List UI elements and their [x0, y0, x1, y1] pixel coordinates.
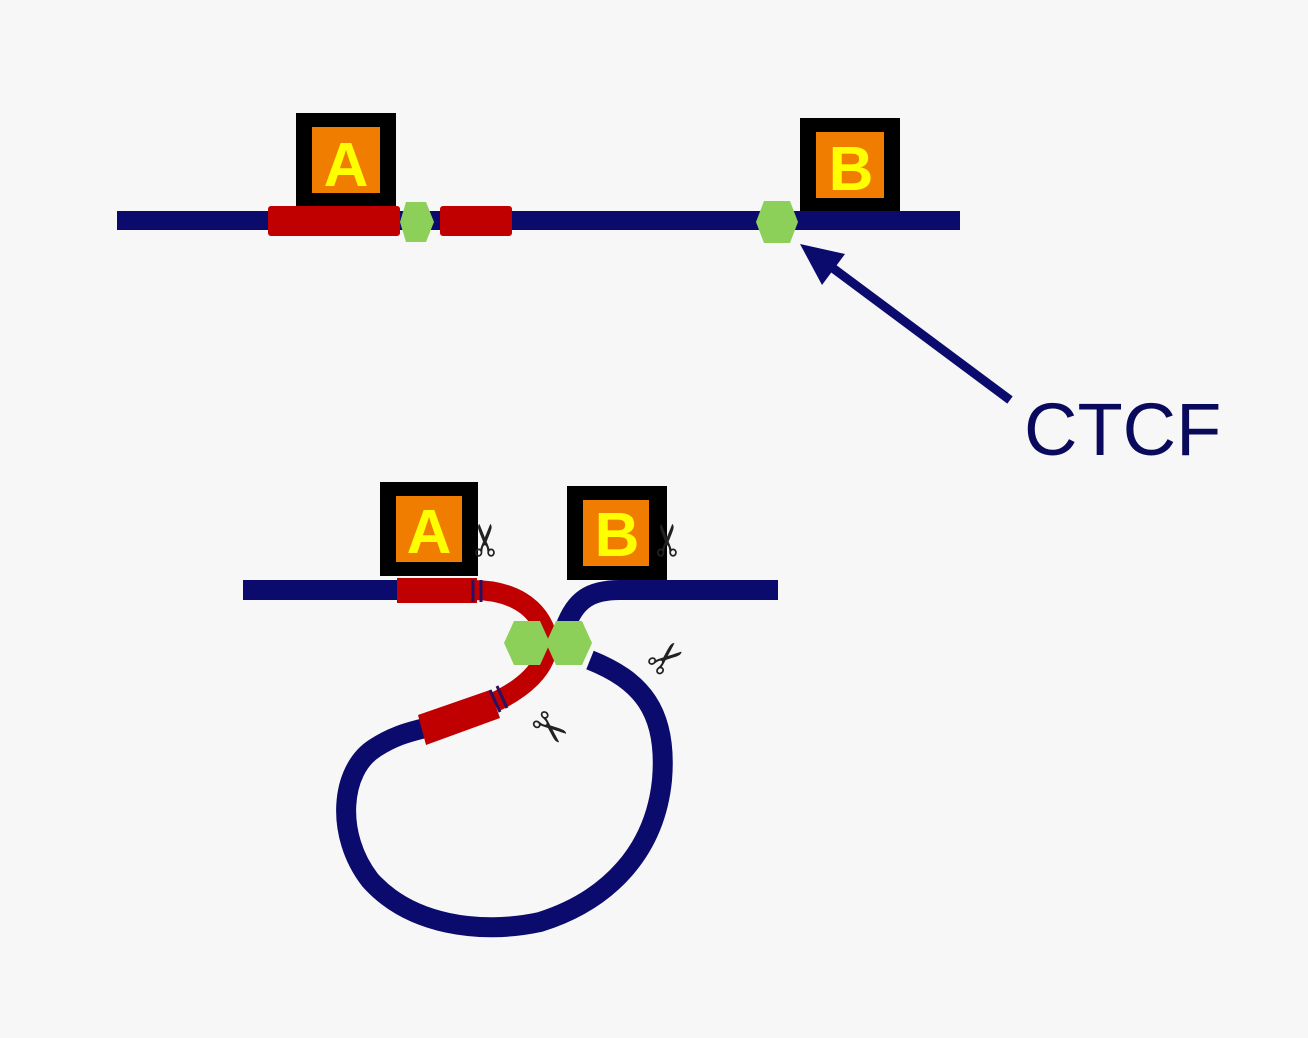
region-a-bottom	[418, 690, 500, 745]
region-segment-a	[268, 206, 400, 236]
dna-strand	[117, 211, 960, 230]
looped-dna-panel: A B ✂ ✂ ✂ ✂	[243, 482, 778, 938]
element-a-loop-label: A	[407, 498, 452, 567]
element-b-label: B	[829, 135, 874, 204]
element-b-box-loop: B	[567, 486, 667, 580]
ctcf-site-2	[756, 201, 798, 243]
linear-dna-panel: A B CTCF	[117, 113, 1221, 471]
loop-strand	[336, 650, 673, 938]
scissors-icon: ✂	[636, 628, 697, 691]
ctcf-arrow	[800, 244, 1013, 404]
dna-strand-right	[555, 580, 778, 632]
scissors-icon: ✂	[461, 522, 512, 559]
element-a-box: A	[296, 113, 396, 206]
scissors-icon: ✂	[643, 522, 694, 559]
ctcf-label: CTCF	[1024, 388, 1221, 471]
ctcf-site-loop-2	[546, 621, 592, 665]
element-b-box: B	[800, 118, 900, 211]
element-a-box-loop: A	[380, 482, 478, 576]
dna-strand-left	[243, 580, 403, 600]
region-segment-a2	[440, 206, 512, 236]
element-b-loop-label: B	[595, 501, 640, 570]
ctcf-site-loop-1	[504, 621, 550, 665]
ctcf-site-1	[400, 202, 434, 242]
region-a-top	[397, 578, 477, 603]
scissors-icon: ✂	[519, 698, 580, 761]
element-a-label: A	[324, 131, 369, 200]
